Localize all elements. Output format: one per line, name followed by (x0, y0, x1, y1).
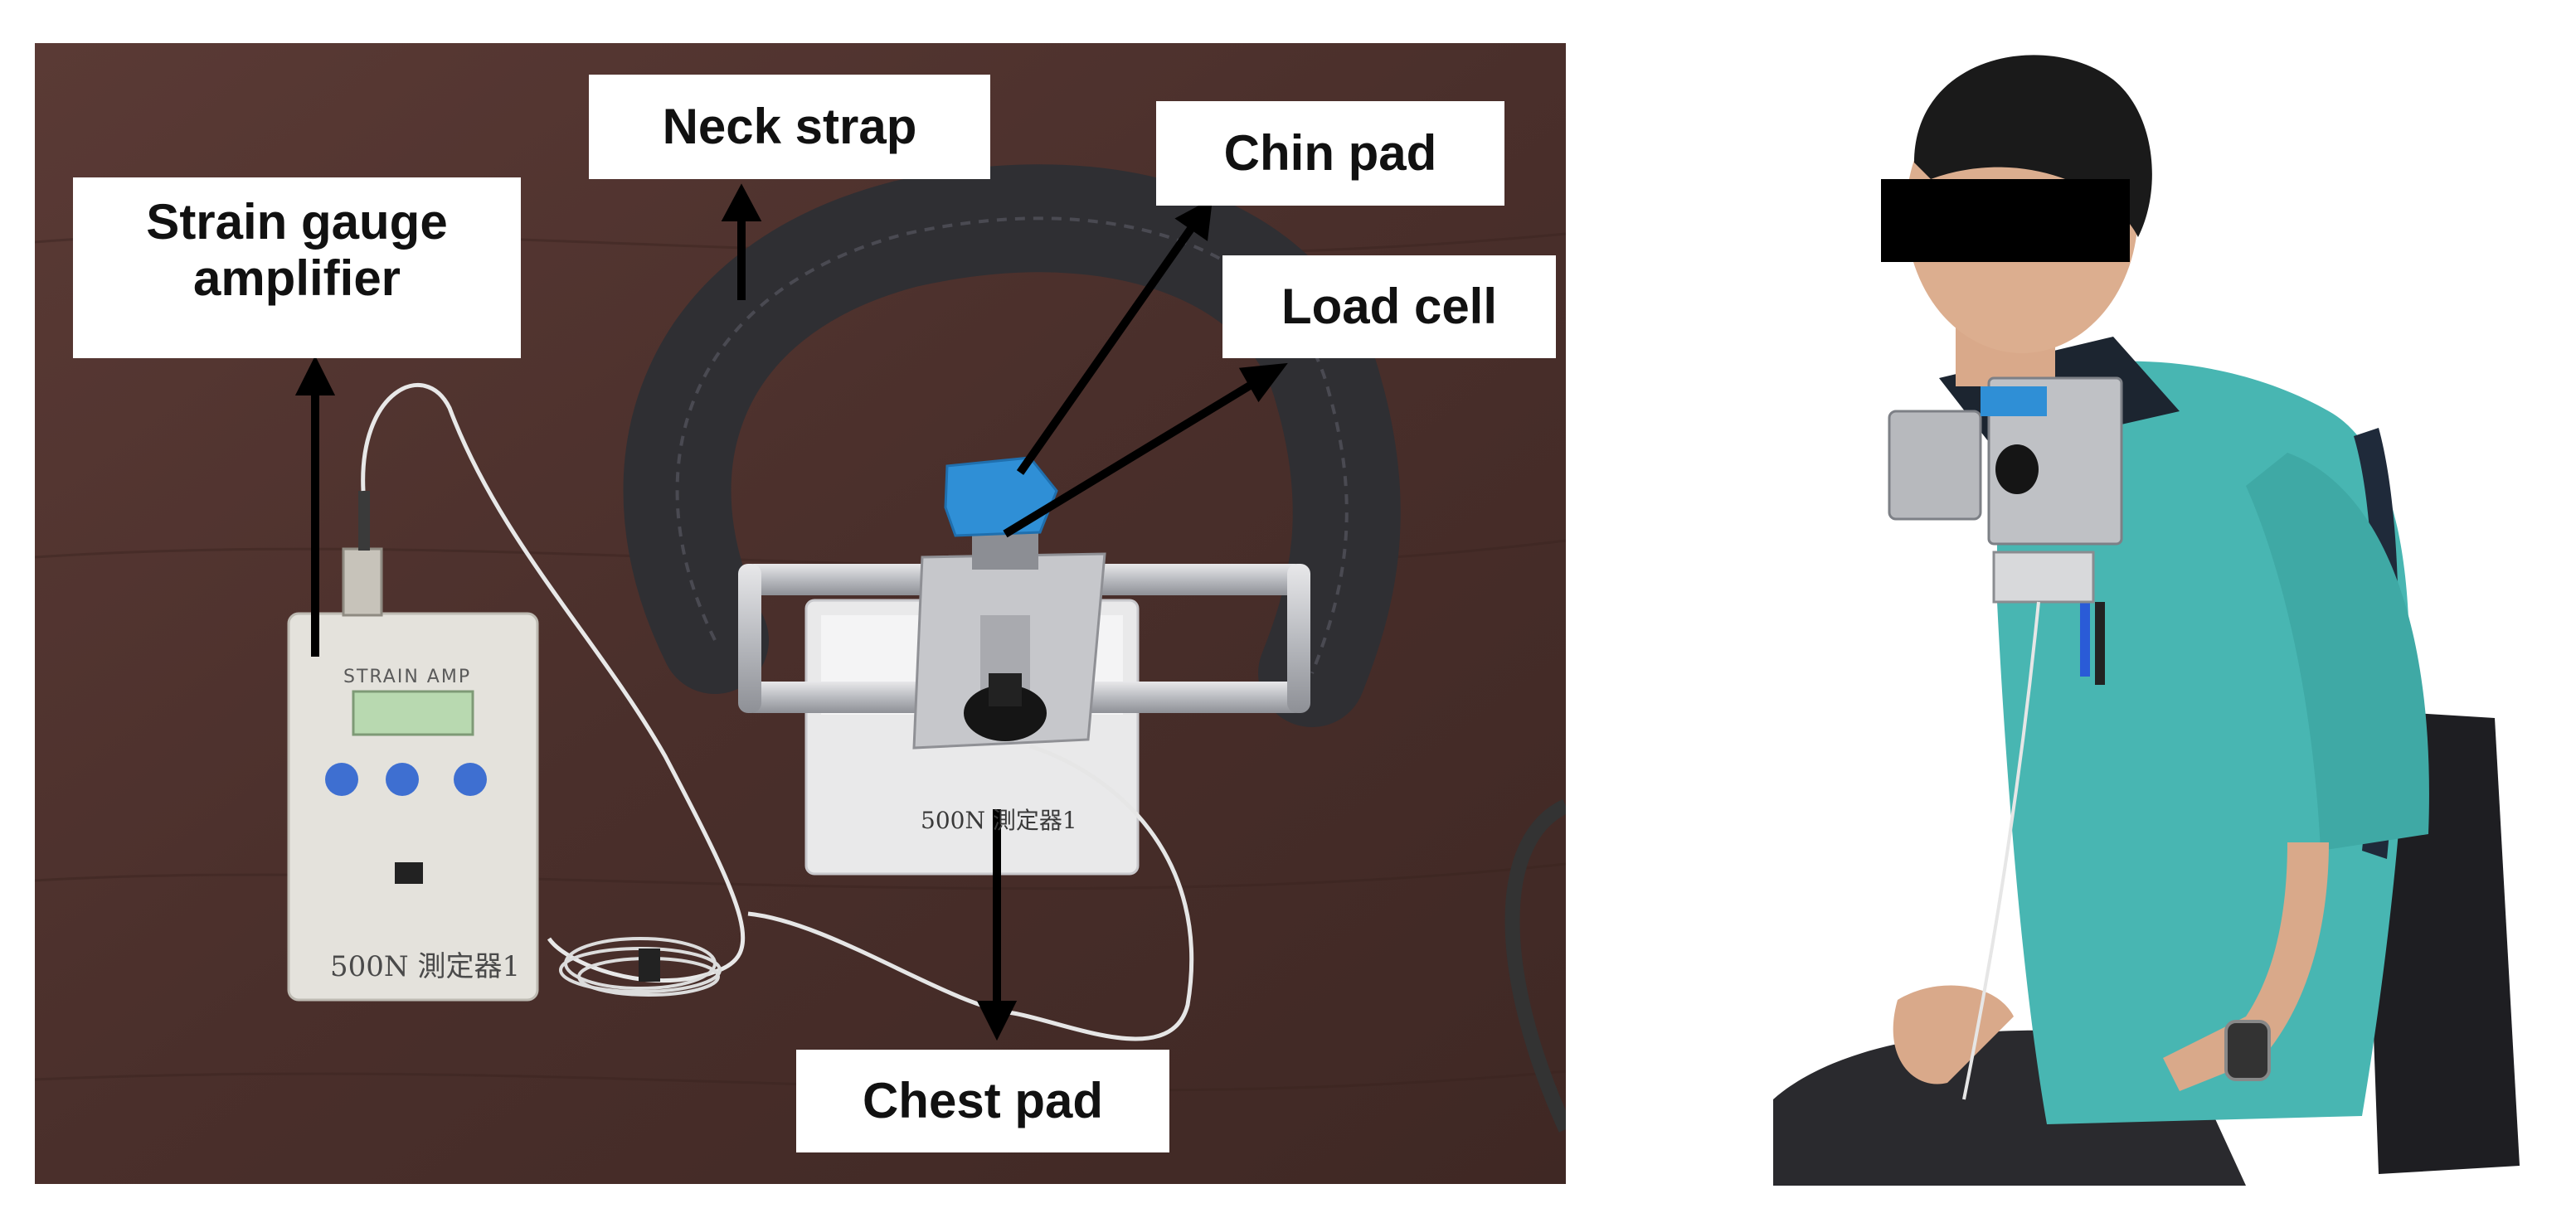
arrow-chin-pad (1016, 221, 1198, 475)
chest-pad-model-label: 500N 測定器1 (921, 807, 1077, 834)
label-load-cell: Load cell (1222, 255, 1556, 358)
label-strain-gauge-amplifier: Strain gauge amplifier (73, 177, 521, 358)
amp-button-right (454, 763, 487, 796)
label-neck-strap: Neck strap (589, 75, 990, 179)
amp-button-left (325, 763, 358, 796)
wearer-photo-drawing (1748, 22, 2544, 1186)
chest-pad-cable (747, 744, 1194, 1041)
strain-gauge-amplifier (287, 612, 539, 1002)
privacy-bar (1881, 179, 2130, 262)
device-photo: STRAIN AMP 500N 測定器1 500N 測定器1 Neck stra… (35, 43, 1566, 1184)
arrow-load-cell (1003, 379, 1256, 538)
callout-arrows (294, 183, 1288, 1041)
amp-cable (361, 383, 746, 983)
wristwatch (2224, 1020, 2271, 1081)
label-strain-gauge-line1: Strain gauge (146, 194, 448, 250)
wearer-photo (1748, 22, 2544, 1186)
amp-display (352, 690, 474, 736)
label-chest-pad: Chest pad (796, 1050, 1169, 1152)
amp-model-label: 500N 測定器1 (330, 950, 521, 983)
hand (1893, 985, 2014, 1084)
amp-title-text: STRAIN AMP (343, 667, 472, 687)
sleeve (2246, 453, 2429, 851)
label-chin-pad: Chin pad (1156, 101, 1504, 206)
arm (2163, 842, 2329, 1091)
amp-connector (342, 547, 383, 617)
device-on-neck (1987, 376, 2123, 546)
chin-pad (944, 456, 1058, 537)
device-photo-drawing (35, 43, 1566, 1184)
label-strain-gauge-line2: amplifier (192, 250, 401, 306)
amp-button-middle (386, 763, 419, 796)
adjust-knob (964, 685, 1047, 741)
